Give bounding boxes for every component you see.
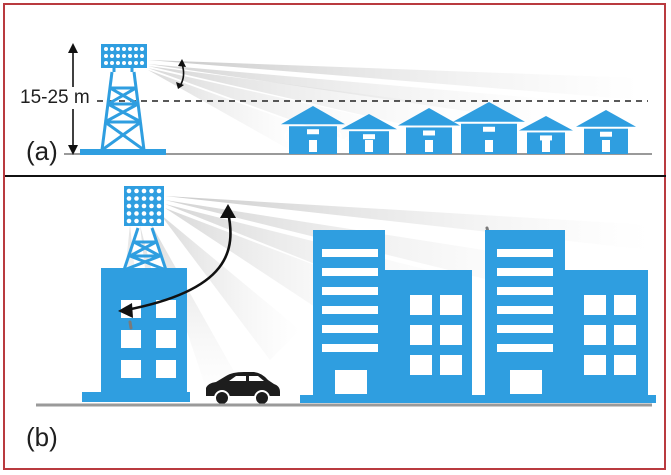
building-middle (300, 230, 485, 403)
house-icon (281, 106, 345, 154)
houses-row (281, 102, 636, 154)
house-icon (398, 108, 460, 154)
antenna-panel-icon (124, 186, 164, 226)
house-icon (519, 116, 573, 154)
tower-base (80, 149, 166, 155)
panel-b (36, 186, 656, 407)
tilt-arrow-icon (176, 59, 186, 89)
house-icon (576, 110, 636, 154)
lattice-tower-icon (100, 64, 146, 152)
rooftop-tower-icon (122, 227, 168, 272)
height-label: 15-25 m (18, 87, 92, 109)
building-right (478, 230, 656, 403)
panel-a (64, 43, 652, 155)
beam-fan-a (148, 60, 640, 150)
panel-b-label: (b) (26, 422, 58, 452)
panel-a-label: (a) (26, 136, 58, 166)
antenna-panel-icon (101, 44, 147, 68)
tilt-arrow-icon (118, 204, 236, 318)
figure-border (3, 3, 666, 470)
house-icon (341, 114, 397, 154)
building-left (82, 268, 190, 402)
car-icon (206, 372, 280, 406)
